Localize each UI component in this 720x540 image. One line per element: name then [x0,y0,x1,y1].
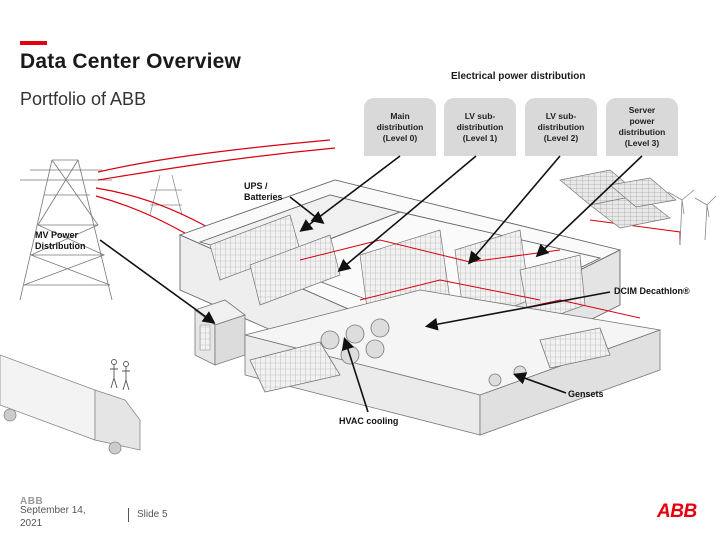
truck [0,354,141,455]
utility-buildings [244,289,662,436]
abb-logo: ABB [657,501,697,522]
footer-logo-small: ABB [20,496,44,507]
page-subtitle: Portfolio of ABB [20,89,147,109]
tab-main-distribution: Main distribution (Level 0) [364,98,436,156]
callout-arrows [99,155,643,413]
wind-turbines [667,189,717,246]
tab-lv-sub-distribution-level-2: LV sub- distribution (Level 2) [525,98,597,156]
footer-separator [128,508,129,522]
guard-house [194,299,246,366]
pylon-small [149,174,183,216]
people [110,359,130,391]
footer-slide-number: Slide 5 [137,509,168,520]
page-title: Data Center Overview [20,50,242,73]
callout-gensets: Gensets [568,389,604,399]
callout-ups-batteries: UPS / Batteries [244,181,283,202]
footer-date: September 14, 2021 [20,505,86,529]
electrical-distribution-heading: Electrical power distribution [451,71,586,82]
tab-server-power-distribution: Server power distribution (Level 3) [606,98,678,156]
accent-bar [20,41,47,45]
callout-mv-power-distribution: MV Power Distribution [35,230,86,251]
callout-dcim-decathlon: DCIM Decathlon® [614,286,690,296]
solar-panels [559,169,677,229]
callout-hvac-cooling: HVAC cooling [339,416,399,426]
transmission-tower [19,159,113,301]
tab-lv-sub-distribution-level-1: LV sub- distribution (Level 1) [444,98,516,156]
